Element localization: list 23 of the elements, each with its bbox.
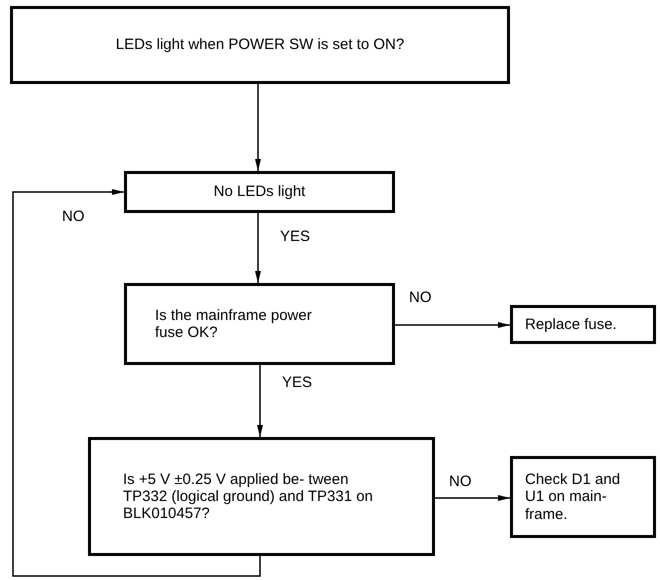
arrow (255, 213, 261, 283)
arrow (435, 495, 510, 501)
edge-label: NO (407, 290, 434, 305)
box-text: LEDs light when POWER SW is set to ON? (114, 36, 406, 54)
arrow (255, 84, 261, 171)
process-box (510, 456, 656, 538)
arrow (257, 365, 263, 437)
edge-label: YES (278, 229, 312, 244)
box-text: Check D1 and U1 on main- frame. (525, 471, 622, 523)
process-box (124, 171, 395, 213)
edge-label: NO (60, 209, 86, 224)
process-box (124, 283, 395, 365)
process-box (88, 437, 435, 556)
edge-label: NO (447, 474, 474, 489)
box-text: Is +5 V ±0.25 V applied be- tween TP332 (logical ground) and TP331 on BLK010457? (123, 470, 374, 522)
process-box (10, 6, 510, 84)
edge-label: YES (280, 375, 314, 390)
box-text: No LEDs light (212, 183, 306, 201)
box-text: Is the mainframe power fuse OK? (155, 306, 313, 342)
process-box (510, 305, 656, 344)
box-text: Replace fuse. (525, 316, 618, 334)
arrow (395, 322, 510, 328)
arrow (12, 189, 261, 577)
